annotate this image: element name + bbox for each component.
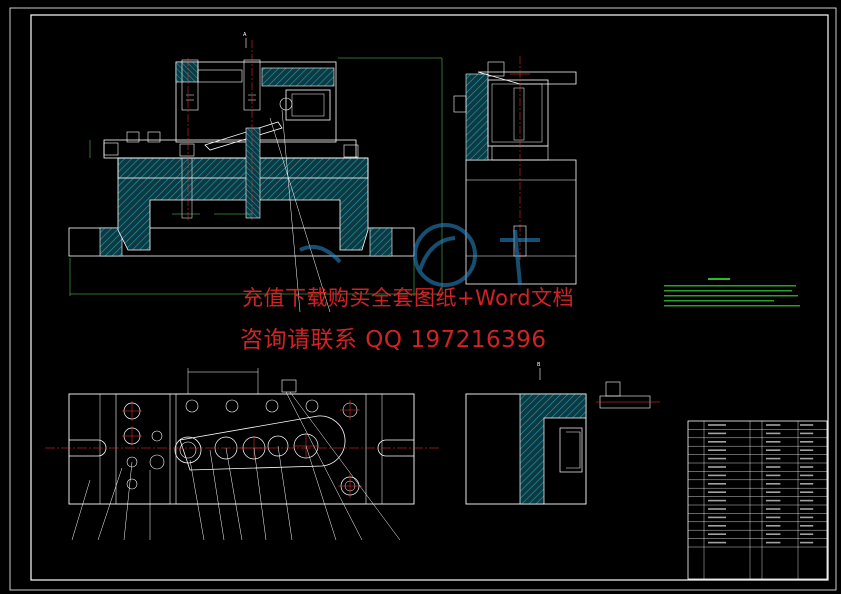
table-cell-glyphs bbox=[708, 516, 726, 519]
technical-notes bbox=[664, 278, 800, 307]
table-cell-glyphs bbox=[708, 499, 726, 502]
table-cell-glyphs bbox=[800, 491, 814, 493]
logo-watermark-icon bbox=[299, 223, 540, 287]
table-cell-glyphs bbox=[800, 474, 814, 477]
table-cell-glyphs bbox=[766, 432, 781, 435]
table-cell-glyphs bbox=[708, 449, 726, 451]
table-cell-glyphs bbox=[800, 441, 814, 443]
table-cell-glyphs bbox=[708, 541, 726, 544]
section-marker-a: A bbox=[243, 32, 247, 38]
table-cell-glyphs bbox=[800, 508, 814, 510]
table-border bbox=[687, 420, 828, 580]
front-view: A bbox=[68, 32, 443, 313]
parts-list-table bbox=[687, 420, 828, 580]
table-cell-glyphs bbox=[766, 525, 781, 527]
table-cell-glyphs bbox=[708, 432, 726, 435]
table-cell-glyphs bbox=[708, 483, 726, 485]
table-cell-glyphs bbox=[708, 474, 726, 477]
table-cell-glyphs bbox=[766, 449, 781, 451]
table-cell-glyphs bbox=[708, 441, 726, 443]
table-cell-glyphs bbox=[708, 525, 726, 527]
table-cell-glyphs bbox=[766, 441, 781, 443]
table-cell-glyphs bbox=[766, 533, 781, 535]
table-cell-glyphs bbox=[800, 516, 814, 519]
table-cell-glyphs bbox=[800, 432, 814, 435]
table-cell-glyphs bbox=[766, 457, 781, 460]
table-cell-glyphs bbox=[766, 424, 781, 426]
table-cell-glyphs bbox=[800, 466, 814, 468]
table-cell-glyphs bbox=[766, 516, 781, 519]
table-cell-glyphs bbox=[708, 491, 726, 493]
table-cell-glyphs bbox=[800, 424, 814, 426]
table-cell-glyphs bbox=[766, 483, 781, 485]
table-cell-glyphs bbox=[800, 533, 814, 535]
table-cell-glyphs bbox=[800, 541, 814, 544]
table-cell-glyphs bbox=[708, 533, 726, 535]
watermark-line-1: 充值下载购买全套图纸+Word文档 bbox=[242, 286, 575, 310]
table-cell-glyphs bbox=[708, 457, 726, 460]
table-cell-glyphs bbox=[766, 499, 781, 502]
table-cell-glyphs bbox=[800, 499, 814, 502]
table-cell-glyphs bbox=[800, 449, 814, 451]
outer-frame bbox=[9, 7, 837, 591]
table-cell-glyphs bbox=[708, 466, 726, 468]
table-cell-glyphs bbox=[800, 525, 814, 527]
table-cell-glyphs bbox=[766, 541, 781, 544]
table-cell-glyphs bbox=[800, 457, 814, 460]
table-cell-glyphs bbox=[708, 424, 726, 426]
table-cell-glyphs bbox=[800, 483, 814, 485]
inner-frame bbox=[30, 14, 829, 581]
section-marker-b: B bbox=[537, 362, 541, 368]
table-cell-glyphs bbox=[766, 491, 781, 493]
top-view bbox=[45, 368, 440, 541]
detail-b-view: B bbox=[465, 362, 660, 505]
table-cell-glyphs bbox=[766, 466, 781, 468]
table-cell-glyphs bbox=[708, 508, 726, 510]
watermark-line-2: 咨询请联系 QQ 197216396 bbox=[240, 327, 547, 353]
table-cell-glyphs bbox=[766, 474, 781, 477]
table-cell-glyphs bbox=[766, 508, 781, 510]
